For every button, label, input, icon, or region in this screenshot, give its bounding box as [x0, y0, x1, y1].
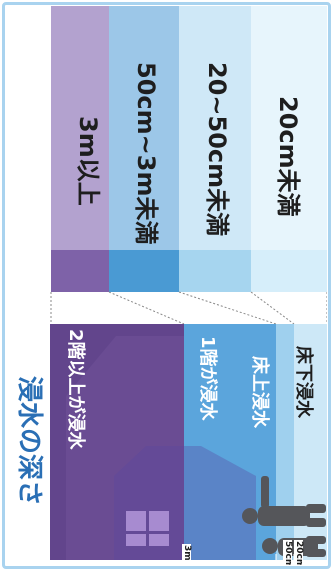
band-20-50cm: [179, 6, 251, 250]
zone-above-floor: [276, 324, 294, 560]
swatch-3m: [51, 250, 109, 292]
figure-content: 浸水の深さ 3m以上 50cm~3m未満 20~50cm未満 20cm未満 2階…: [6, 6, 327, 565]
zone-label-above-floor: 床上浸水: [249, 356, 270, 428]
zone-label-below-floor: 床下浸水: [293, 346, 314, 418]
level-label-50cm-3m: 50cm~3m未満: [132, 62, 160, 245]
zone-label-2nd-floor: 2階以上が浸水: [65, 329, 86, 450]
zone-label-1st-floor: 1階が浸水: [197, 336, 218, 421]
band-3m: [51, 6, 109, 250]
connector-lines: [50, 291, 327, 325]
swatch-50cm-3m: [109, 250, 179, 292]
level-label-3m: 3m以上: [74, 116, 102, 206]
scale-label-3m: 3m: [182, 544, 192, 562]
figure-title: 浸水の深さ: [14, 376, 44, 507]
swatch-under-20cm: [251, 250, 327, 292]
band-50cm-3m: [109, 6, 179, 250]
band-under-20cm: [251, 6, 327, 250]
level-label-20-50cm: 20~50cm未満: [203, 62, 231, 237]
scale-label-50cm: 50cm: [283, 540, 293, 565]
house-roof: [50, 324, 184, 560]
scale-label-20cm: 20cm: [294, 540, 304, 565]
figure-canvas: [50, 6, 327, 562]
house-windows: [126, 511, 169, 546]
frame-border: [2, 2, 331, 569]
level-label-under-20cm: 20cm未満: [274, 96, 302, 217]
swatch-20-50cm: [179, 250, 251, 292]
house-wall: [114, 446, 256, 560]
